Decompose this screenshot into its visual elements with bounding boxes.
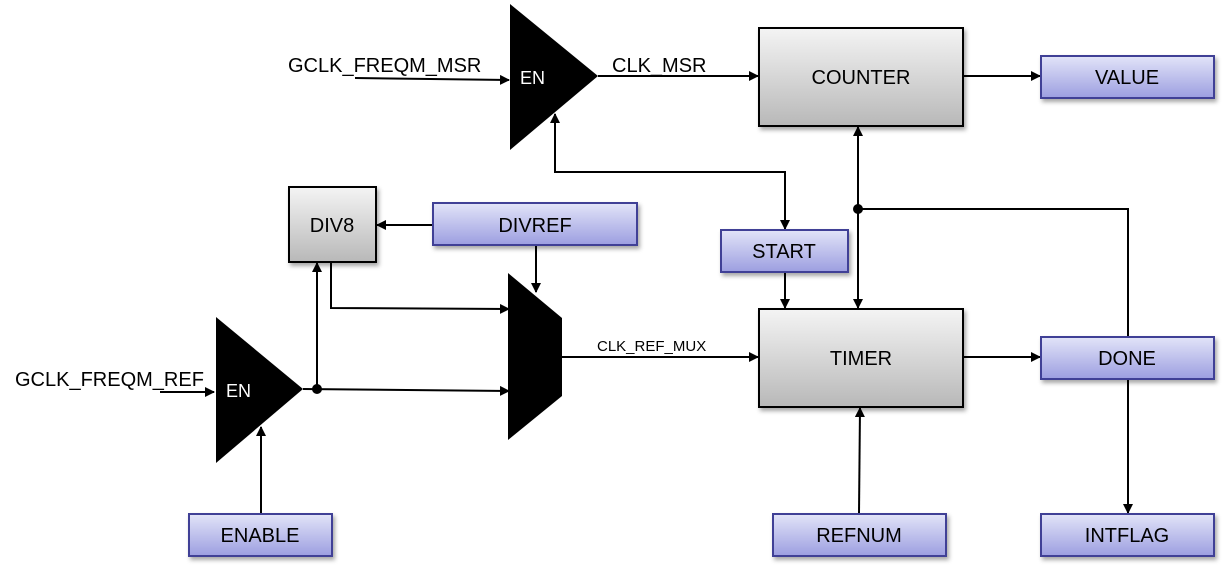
wire-done-feedback bbox=[858, 208, 1129, 336]
msr-enable-gate-shape bbox=[510, 4, 598, 150]
register-done-label: DONE bbox=[1098, 348, 1156, 370]
msr-enable-gate-label: EN bbox=[520, 68, 545, 88]
register-start: START bbox=[720, 229, 849, 273]
register-divref: DIVREF bbox=[432, 202, 638, 246]
div8-block-label: DIV8 bbox=[310, 215, 354, 237]
register-done: DONE bbox=[1040, 336, 1215, 380]
ref-enable-gate: EN bbox=[216, 317, 303, 463]
junction-dot-ref bbox=[312, 384, 322, 394]
wire-ref-to-mux bbox=[302, 385, 510, 396]
wire-gclk-freqm-msr bbox=[354, 74, 510, 85]
counter-block: COUNTER bbox=[758, 27, 964, 127]
register-enable-label: ENABLE bbox=[221, 525, 300, 547]
signal-label-clk-ref-mux: CLK_REF_MUX bbox=[597, 338, 706, 355]
ref-enable-gate-label: EN bbox=[226, 381, 251, 401]
clock-reference-mux bbox=[508, 273, 562, 440]
register-value-label: VALUE bbox=[1095, 67, 1159, 89]
div8-block: DIV8 bbox=[288, 186, 377, 263]
junction-dot-feedback bbox=[853, 204, 863, 214]
register-intflag-label: INTFLAG bbox=[1085, 525, 1169, 547]
wire-refnum-to-timer bbox=[854, 407, 865, 514]
register-refnum: REFNUM bbox=[772, 513, 947, 557]
register-intflag: INTFLAG bbox=[1040, 513, 1215, 557]
signal-label-gclk-freqm-ref: GCLK_FREQM_REF bbox=[15, 369, 204, 391]
signal-label-gclk-freqm-msr: GCLK_FREQM_MSR bbox=[288, 55, 481, 77]
register-enable: ENABLE bbox=[188, 513, 333, 557]
counter-block-label: COUNTER bbox=[812, 67, 911, 89]
register-start-label: START bbox=[752, 241, 816, 263]
wire-div8-to-mux bbox=[330, 262, 510, 314]
register-divref-label: DIVREF bbox=[498, 215, 571, 237]
signal-label-clk-msr: CLK_MSR bbox=[612, 55, 706, 77]
msr-enable-gate: EN bbox=[510, 4, 598, 150]
wires bbox=[160, 71, 1133, 514]
timer-block: TIMER bbox=[758, 308, 964, 408]
register-value: VALUE bbox=[1040, 55, 1215, 99]
timer-block-label: TIMER bbox=[830, 348, 892, 370]
ref-enable-gate-shape bbox=[216, 317, 303, 463]
register-refnum-label: REFNUM bbox=[816, 525, 902, 547]
